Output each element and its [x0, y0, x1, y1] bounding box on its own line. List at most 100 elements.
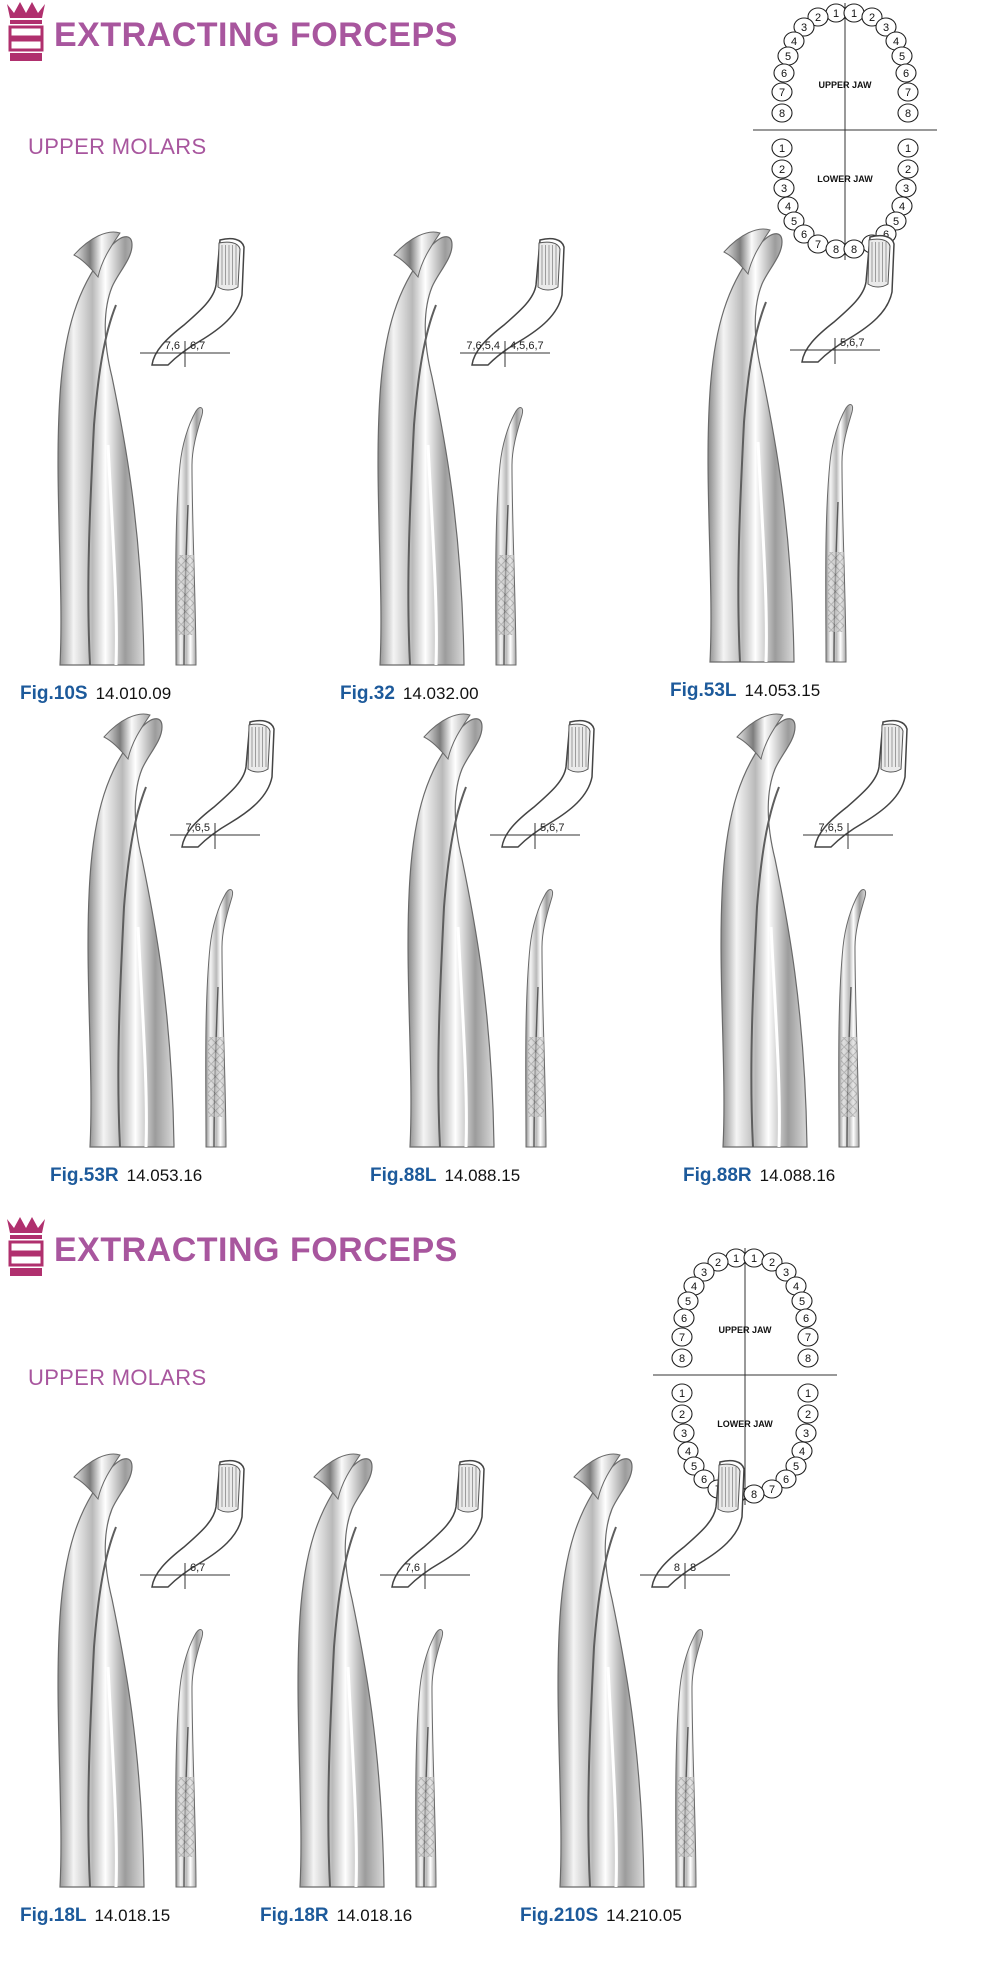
- lower-right-tooth: 2: [797, 1404, 819, 1424]
- lower-right-tooth: 1: [897, 138, 919, 158]
- forceps-illustration: 5,6,7: [707, 228, 895, 663]
- lower-jaw-label: LOWER JAW: [717, 1419, 773, 1429]
- product-code: 14.210.05: [606, 1906, 682, 1925]
- upper-jaw-label: UPPER JAW: [818, 80, 872, 90]
- upper-right-tooth: 1: [843, 3, 865, 23]
- svg-text:3: 3: [801, 22, 807, 34]
- forceps-illustration: 7,6: [297, 1453, 485, 1888]
- lower-right-tooth: 6: [775, 1469, 797, 1489]
- svg-text:8: 8: [833, 244, 839, 256]
- forceps-full-view-icon: [415, 1629, 443, 1888]
- svg-text:7: 7: [815, 239, 821, 251]
- brand-crown-logo-icon: [7, 2, 45, 61]
- forceps-illustration: 7,6 6,7: [57, 231, 245, 666]
- figure-caption: Fig.88R 14.088.16: [683, 1165, 835, 1187]
- tooth-indicator: 7,6 6,7: [140, 340, 230, 367]
- svg-text:2: 2: [679, 1409, 685, 1421]
- tooth-indicator: 7,6,5,4 4,5,6,7: [460, 340, 550, 367]
- upper-right-tooth: 6: [795, 1308, 817, 1328]
- svg-text:6: 6: [883, 229, 889, 241]
- svg-text:4: 4: [899, 201, 905, 213]
- tooth-indicator-right: 5,6,7: [840, 337, 864, 349]
- forceps-illustration: 7,6,5: [720, 713, 908, 1148]
- upper-right-tooth: 5: [891, 46, 913, 66]
- lower-left-tooth: 2: [771, 159, 793, 179]
- svg-text:4: 4: [685, 1446, 691, 1458]
- forceps-upper-molar-icon: [57, 231, 145, 666]
- forceps-illustration: 6,7: [57, 1453, 245, 1888]
- tooth-indicator: 5,6,7: [790, 337, 880, 364]
- forceps-upper-molar-icon: [87, 713, 175, 1148]
- forceps-beak-detail-icon: [651, 1459, 745, 1588]
- svg-text:5: 5: [799, 1296, 805, 1308]
- tooth-indicator: 7,6: [380, 1562, 470, 1589]
- product-code: 14.088.16: [759, 1166, 836, 1185]
- upper-right-tooth: 6: [895, 63, 917, 83]
- forceps-full-view-icon: [175, 1629, 203, 1888]
- upper-right-tooth: 8: [897, 103, 919, 123]
- forceps-upper-molar-icon: [297, 1453, 385, 1888]
- tooth-indicator-left: 7,6: [165, 340, 180, 352]
- section-subtitle: UPPER MOLARS: [28, 1365, 207, 1390]
- svg-text:5: 5: [791, 216, 797, 228]
- forceps-upper-molar-icon: [57, 1453, 145, 1888]
- lower-right-tooth: 5: [785, 1456, 807, 1476]
- upper-left-tooth: 6: [773, 63, 795, 83]
- forceps-upper-molar-icon: [407, 713, 495, 1148]
- svg-text:6: 6: [783, 1474, 789, 1486]
- svg-text:5: 5: [893, 216, 899, 228]
- tooth-indicator-right: 4,5,6,7: [510, 340, 544, 352]
- forceps-full-view-icon: [825, 404, 853, 663]
- figure-number: Fig.18R: [260, 1905, 329, 1926]
- svg-text:1: 1: [679, 1388, 685, 1400]
- product-code: 14.053.16: [126, 1166, 203, 1185]
- lower-jaw-label: LOWER JAW: [817, 174, 873, 184]
- figure-number: Fig.10S: [20, 683, 88, 704]
- forceps-illustration: 7,6,5,4 4,5,6,7: [377, 231, 565, 666]
- forceps-illustration: 7,6,5: [87, 713, 275, 1148]
- tooth-indicator-right: 6,7: [190, 340, 205, 352]
- svg-text:6: 6: [781, 68, 787, 80]
- svg-text:4: 4: [793, 1281, 799, 1293]
- tooth-indicator-left: 7,6,5,4: [466, 340, 500, 352]
- jaw-chart-diagram: 11223344556677881122334455667788UPPER JA…: [653, 1248, 837, 1505]
- tooth-indicator-left: 7,6: [405, 1562, 420, 1574]
- svg-text:7: 7: [679, 1332, 685, 1344]
- svg-text:5: 5: [899, 51, 905, 63]
- svg-text:3: 3: [701, 1267, 707, 1279]
- svg-text:4: 4: [785, 201, 791, 213]
- lower-right-tooth: 5: [885, 211, 907, 231]
- svg-text:3: 3: [781, 183, 787, 195]
- svg-text:7: 7: [805, 1332, 811, 1344]
- svg-text:1: 1: [851, 8, 857, 20]
- upper-left-tooth: 8: [671, 1348, 693, 1368]
- lower-left-tooth: 6: [793, 224, 815, 244]
- svg-text:2: 2: [769, 1257, 775, 1269]
- lower-left-tooth: 3: [673, 1423, 695, 1443]
- svg-text:2: 2: [779, 164, 785, 176]
- svg-text:7: 7: [905, 87, 911, 99]
- lower-left-tooth: 2: [671, 1404, 693, 1424]
- figure-number: Fig.18L: [20, 1905, 87, 1926]
- lower-right-tooth: 1: [797, 1383, 819, 1403]
- upper-right-tooth: 1: [743, 1248, 765, 1268]
- svg-text:5: 5: [785, 51, 791, 63]
- upper-jaw-label: UPPER JAW: [718, 1325, 772, 1335]
- section-subtitle: UPPER MOLARS: [28, 134, 207, 159]
- figure-number: Fig.88R: [683, 1165, 752, 1186]
